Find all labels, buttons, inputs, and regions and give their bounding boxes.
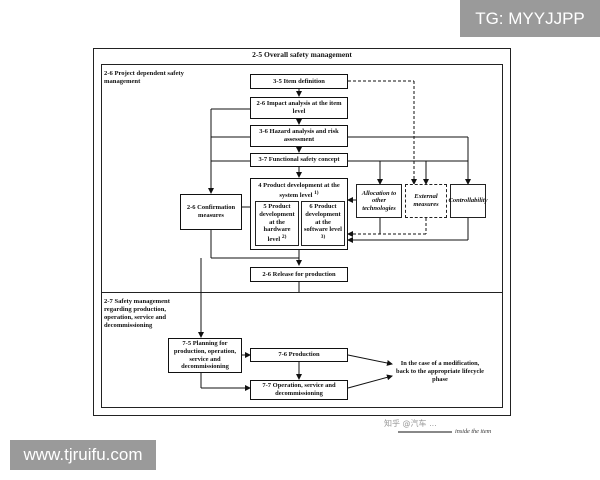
outer-frame [93, 48, 511, 416]
section-label-production: 2-7 Safety management regarding producti… [104, 298, 170, 329]
box-hazard-analysis: 3-6 Hazard analysis and risk assessment [250, 125, 348, 147]
faint-watermark: 知乎 @汽车 ... [384, 419, 437, 428]
box-allocation-other-technologies: Allocation to other technologies [356, 184, 402, 218]
box-production: 7-6 Production [250, 348, 348, 362]
box-hardware-level: 5 Product development at the hardware le… [255, 201, 299, 246]
box-item-definition: 3-5 Item definition [250, 74, 348, 89]
modification-note: In the case of a modification, back to t… [396, 360, 484, 383]
inner-frame [101, 64, 503, 408]
box-operation-service: 7-7 Operation, service and decommissioni… [250, 380, 348, 400]
section-label-project: 2-6 Project dependent safety management [104, 70, 184, 85]
box-software-level: 6 Product development at the software le… [301, 201, 345, 246]
system-level-note: 1) [314, 189, 319, 196]
box-release-for-production: 2-6 Release for production [250, 267, 348, 282]
watermark-url-banner: www.tjruifu.com [10, 440, 156, 470]
software-level-note: 3) [320, 233, 326, 240]
box-impact-analysis: 2-6 Impact analysis at the item level [250, 97, 348, 119]
legend-inside-item: inside the item [455, 428, 492, 435]
hardware-level-note: 2) [281, 233, 287, 240]
watermark-tg-banner: TG: MYYJJPP [460, 0, 600, 37]
box-controllability: Controllability [449, 184, 488, 218]
box-external-measures: External measures [405, 184, 447, 218]
section-divider [101, 292, 503, 293]
box-functional-safety-concept: 3-7 Functional safety concept [250, 153, 348, 167]
overall-safety-title: 2-5 Overall safety management [252, 50, 352, 59]
box-planning-production: 7-5 Planning for production, operation, … [168, 338, 242, 373]
box-confirmation-measures: 2-6 Confirmation measures [180, 194, 242, 230]
